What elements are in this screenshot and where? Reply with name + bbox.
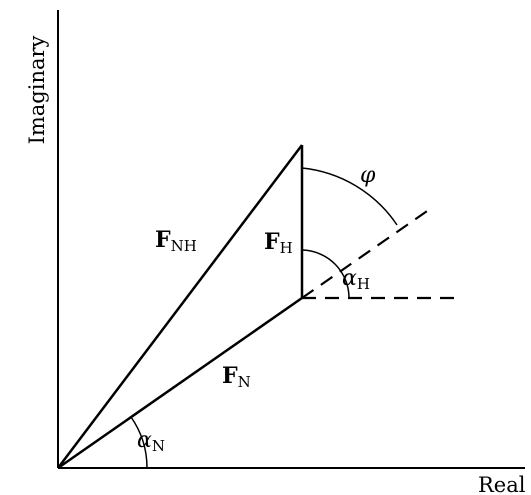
vector-f-nh: [57, 144, 303, 469]
label-phi: φ: [360, 163, 376, 188]
arc-phi: [301, 167, 398, 226]
y-axis-label: Imaginary: [25, 35, 49, 144]
label-alpha-h: αH: [342, 266, 370, 293]
label-alpha-n: αN: [137, 428, 165, 455]
arc-alpha-h: [301, 249, 350, 299]
x-axis-label: Real: [478, 473, 526, 495]
label-f-h: FH: [264, 229, 293, 257]
f-n-extension-dashed: [301, 208, 431, 299]
arc-alpha-n: [130, 416, 148, 469]
label-f-nh: FNH: [155, 227, 197, 255]
label-f-n: FN: [222, 363, 251, 391]
vector-f-n: [57, 296, 303, 470]
